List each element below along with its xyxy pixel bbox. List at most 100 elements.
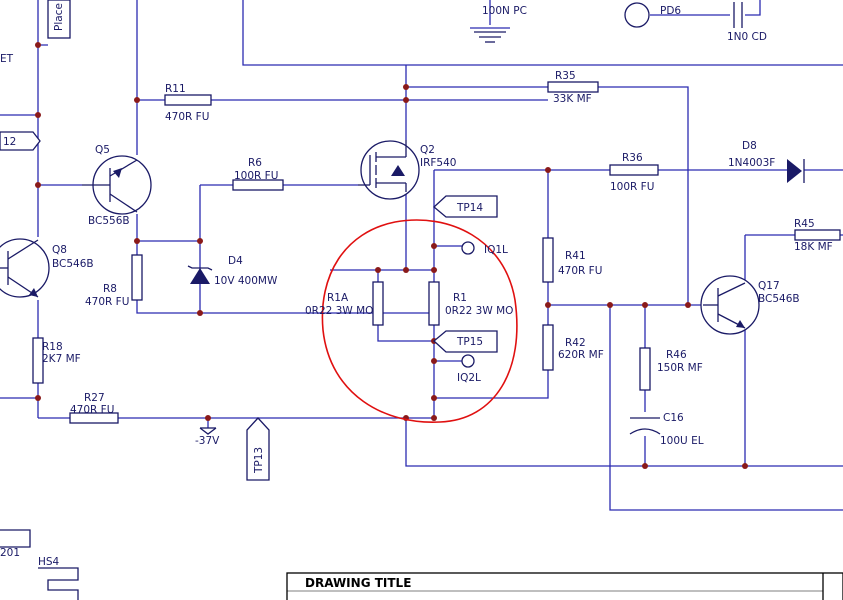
label-r18-ref: R18 [42, 341, 63, 353]
resistor-r1[interactable] [428, 281, 440, 326]
label-d4-val: 10V 400MW [214, 275, 278, 287]
label-q17-ref: Q17 [758, 280, 780, 292]
tp13-label: TP13 [253, 447, 265, 474]
zener-diode-d4[interactable] [187, 265, 213, 284]
net12-label: 12 [3, 136, 16, 148]
red-annotation-circle [321, 219, 518, 423]
mosfet-q2[interactable] [358, 140, 420, 200]
junction [35, 42, 41, 48]
label-r8-val: 470R FU [85, 296, 129, 308]
label-r36-ref: R36 [622, 152, 643, 164]
junction [205, 415, 211, 421]
resistor-r41[interactable] [542, 237, 554, 283]
diode-d8[interactable] [787, 159, 805, 183]
junction [685, 302, 691, 308]
resistor-r35[interactable] [547, 81, 599, 93]
junction [403, 267, 409, 273]
label-r8-ref: R8 [103, 283, 117, 295]
junctions [35, 42, 748, 469]
labels: 100N PC PD6 1N0 CD ET R11 470R FU R35 33… [0, 5, 833, 568]
place-marker[interactable]: Place [47, 0, 71, 39]
pd6-pad[interactable] [624, 2, 650, 28]
junction [431, 267, 437, 273]
label-c16-ref: C16 [663, 412, 684, 424]
resistor-r45[interactable] [794, 229, 841, 241]
junction [607, 302, 613, 308]
junction [35, 182, 41, 188]
capacitor-1n0[interactable] [733, 2, 743, 28]
junction [134, 238, 140, 244]
label-c-top: 100N PC [482, 5, 527, 17]
pad-iq2l[interactable] [461, 354, 475, 368]
testpoint-net12[interactable]: 12 [0, 131, 41, 151]
transistor-q17[interactable] [700, 275, 760, 335]
label-q2-val: IRF540 [420, 157, 456, 169]
resistors [32, 81, 841, 424]
junction [35, 395, 41, 401]
label-r46-val: 150R MF [657, 362, 703, 374]
resistor-r1a[interactable] [372, 281, 384, 326]
heatsink-hs4 [0, 529, 79, 600]
label-r42-val: 620R MF [558, 349, 604, 361]
junction [197, 310, 203, 316]
resistor-r11[interactable] [164, 94, 212, 106]
label-r1-ref: R1 [453, 292, 467, 304]
junction [545, 302, 551, 308]
label-iq2l: IQ2L [457, 372, 481, 384]
pad-iq1l[interactable] [461, 241, 475, 255]
junction [134, 97, 140, 103]
label-q2-ref: Q2 [420, 144, 435, 156]
label-r27-val: 470R FU [70, 404, 114, 416]
place-label: Place [53, 3, 65, 31]
label-q5-val: BC556B [88, 215, 130, 227]
label-r45-val: 18K MF [794, 241, 833, 253]
junction [197, 238, 203, 244]
label-r35-ref: R35 [555, 70, 576, 82]
testpoint-tp15[interactable]: TP15 [433, 330, 498, 353]
resistor-r8[interactable] [131, 254, 143, 301]
label-r41-val: 470R FU [558, 265, 602, 277]
label-ref-201: 201 [0, 547, 20, 559]
resistor-r27[interactable] [69, 412, 119, 424]
transistor-q8[interactable] [0, 238, 50, 298]
resistor-r18[interactable] [32, 337, 44, 384]
label-r27-ref: R27 [84, 392, 105, 404]
label-q8-ref: Q8 [52, 244, 67, 256]
label-r6-val: 100R FU [234, 170, 278, 182]
label-r46-ref: R46 [666, 349, 687, 361]
transistor-q5[interactable] [82, 155, 152, 215]
junction [431, 358, 437, 364]
label-d8-ref: D8 [742, 140, 757, 152]
junction [642, 463, 648, 469]
label-r11-ref: R11 [165, 83, 186, 95]
label-hs4: HS4 [38, 556, 60, 568]
tp14-label: TP14 [456, 202, 483, 214]
capacitor-c16[interactable] [629, 417, 661, 435]
label-r1-val: 0R22 3W MO [445, 305, 513, 317]
testpoint-tp14[interactable]: TP14 [433, 195, 498, 218]
resistor-r36[interactable] [609, 164, 659, 176]
junction [431, 395, 437, 401]
tp15-label: TP15 [456, 336, 483, 348]
label-r35-val: 33K MF [553, 93, 592, 105]
label-r18-val: 2K7 MF [42, 353, 81, 365]
resistor-r46[interactable] [639, 347, 651, 391]
label-c-1n0: 1N0 CD [727, 31, 767, 43]
label-r1a-ref: R1A [327, 292, 349, 304]
label-r42-ref: R42 [565, 337, 586, 349]
junction [403, 97, 409, 103]
junction [431, 415, 437, 421]
label-d4-ref: D4 [228, 255, 243, 267]
label-et: ET [0, 53, 14, 65]
resistor-r6[interactable] [232, 179, 284, 191]
title-block: DRAWING TITLE [286, 572, 843, 600]
label-pd6: PD6 [660, 5, 681, 17]
label-q5-ref: Q5 [95, 144, 110, 156]
testpoint-tp13[interactable]: TP13 [246, 417, 270, 481]
drawing-title-label: DRAWING TITLE [305, 576, 411, 590]
junction [742, 463, 748, 469]
resistor-r42[interactable] [542, 324, 554, 371]
junction [35, 112, 41, 118]
junction [375, 267, 381, 273]
ground-symbol [474, 31, 506, 43]
